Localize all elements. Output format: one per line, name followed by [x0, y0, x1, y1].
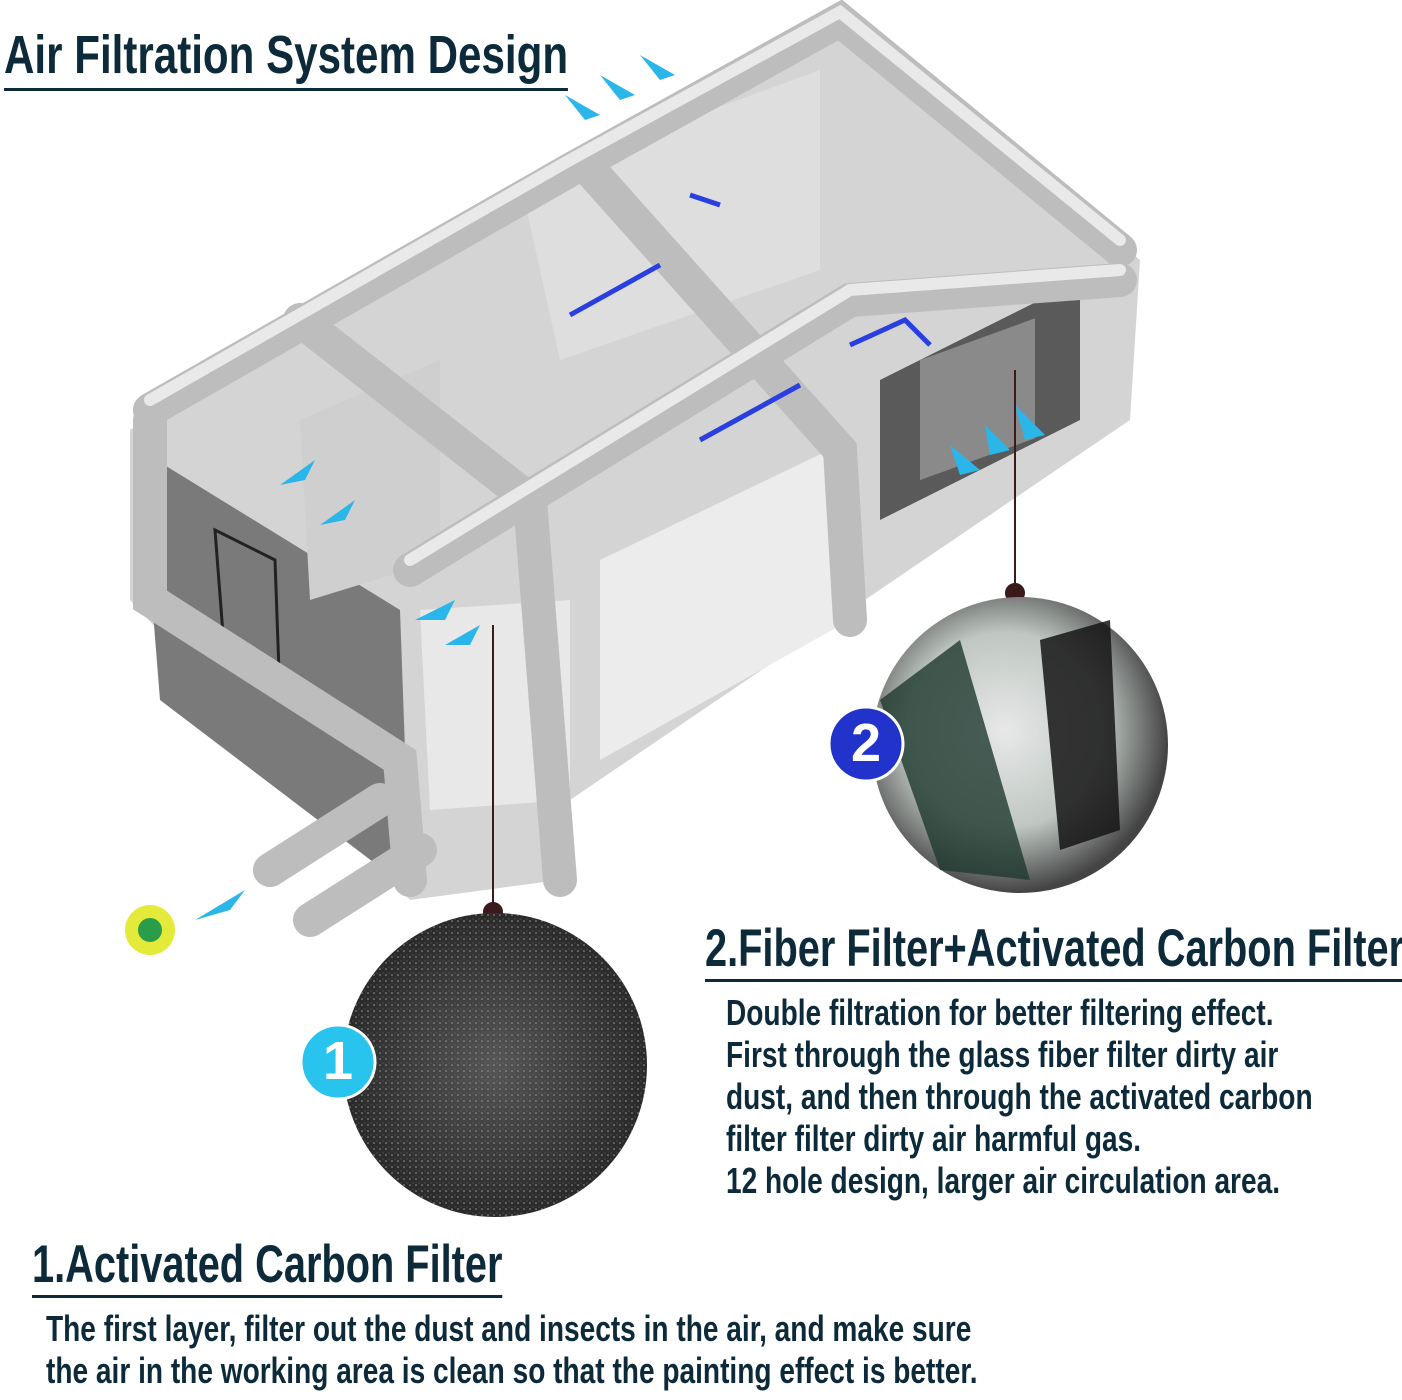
- page-title: Air Filtration System Design: [4, 24, 569, 91]
- section-1-heading: 1.Activated Carbon Filter: [32, 1234, 503, 1298]
- badge-1: [299, 1023, 377, 1101]
- tent-body: [130, 0, 1140, 937]
- section-1-description: The first layer, filter out the dust and…: [46, 1308, 978, 1392]
- section-2-description: Double filtration for better filtering e…: [726, 992, 1313, 1202]
- description-line: Double filtration for better filtering e…: [726, 992, 1274, 1033]
- section-2-heading: 2.Fiber Filter+Activated Carbon Filter: [705, 918, 1402, 982]
- badge-2-number: 2: [850, 713, 882, 773]
- description-line: First through the glass fiber filter dir…: [726, 1034, 1279, 1075]
- description-line: dust, and then through the activated car…: [726, 1076, 1313, 1117]
- description-line: 12 hole design, larger air circulation a…: [726, 1160, 1281, 1201]
- badge-1-number: 1: [322, 1031, 354, 1091]
- air-blower-icon: [125, 905, 175, 955]
- intake-arrows: [195, 55, 1045, 920]
- description-line: The first layer, filter out the dust and…: [46, 1308, 972, 1349]
- badge-2: [827, 705, 905, 783]
- fiber-carbon-filter-photo: [872, 597, 1168, 893]
- description-line: the air in the working area is clean so …: [46, 1350, 978, 1391]
- activated-carbon-filter-photo: [343, 913, 647, 1217]
- airflow-arrows: [568, 192, 932, 443]
- description-line: filter filter dirty air harmful gas.: [726, 1118, 1142, 1159]
